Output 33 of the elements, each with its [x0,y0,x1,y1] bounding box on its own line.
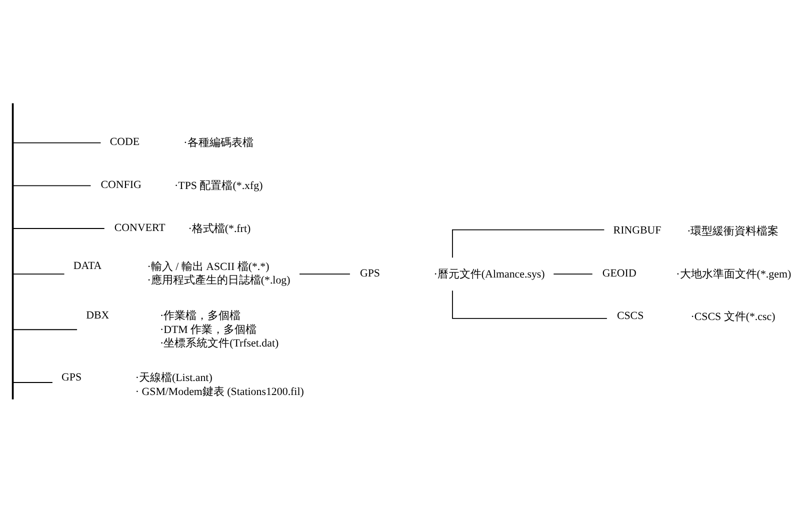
node-label: ·天線檔(List.ant) [135,372,212,384]
node-label: ·格式檔(*.frt) [188,222,251,234]
node-bar [12,102,14,399]
node-text: CONFIG [100,178,142,191]
node-label: ·作業檔，多個檔 [160,310,241,322]
node-label: ·大地水準面文件(*.gem) [676,268,792,280]
connector [12,142,102,143]
node-label: ·輸入 / 輸出 ASCII 檔(*.*) [147,260,270,273]
node-label: ·CSCS 文件(*.csc) [690,310,776,323]
connector [553,273,593,274]
connector [452,290,608,318]
node-text: CODE [110,136,140,148]
connector [299,273,350,274]
node-label: ·TPS 配置檔(*.xfg) [174,179,263,192]
node-text: GPS [360,266,380,279]
node-text: CONVERT [114,221,166,234]
node-text: GPS [62,370,82,383]
node-text: GEOID [602,266,636,279]
node-text: DBX [86,308,110,321]
node-label: ·曆元文件(Almance.sys) [434,268,545,280]
node-label: ·環型緩衝資料檔案 [687,225,779,237]
connector [12,273,65,274]
node-label: ·各種編碼表檔 [184,136,254,149]
node-label: ·坐標系統文件(Trfset.dat) [160,337,279,350]
node-text: CSCS [616,310,644,322]
node-text: DATA [73,260,102,272]
node-label: ·應用程式產生的日誌檔(*.log) [147,274,290,286]
node-label: ·DTM 作業，多個檔 [160,323,257,336]
node-label: · GSM/Modem鍵表 (Stations1200.fil) [135,385,304,398]
connector [12,184,92,186]
connector [452,228,605,258]
connector [13,328,78,330]
node-text: RINGBUF [613,224,662,236]
